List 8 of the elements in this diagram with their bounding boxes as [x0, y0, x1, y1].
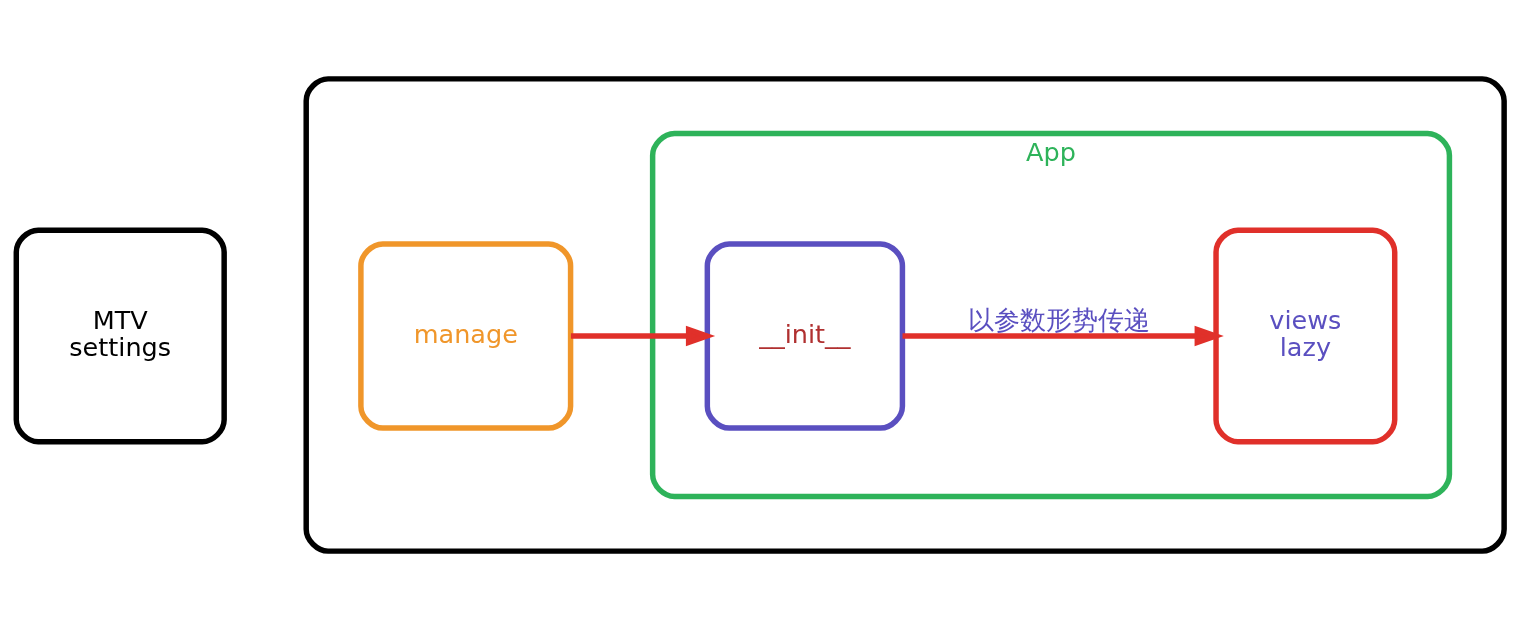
- arrow: [570, 325, 716, 347]
- node-box: views lazy: [1213, 227, 1398, 445]
- arrow: [902, 325, 1224, 347]
- cluster: [303, 76, 1507, 554]
- node-box: MTV settings: [13, 227, 227, 445]
- node-box: manage: [358, 241, 574, 431]
- node-box: __init__: [704, 241, 906, 431]
- edge-label: 以参数形势传递: [968, 305, 1151, 336]
